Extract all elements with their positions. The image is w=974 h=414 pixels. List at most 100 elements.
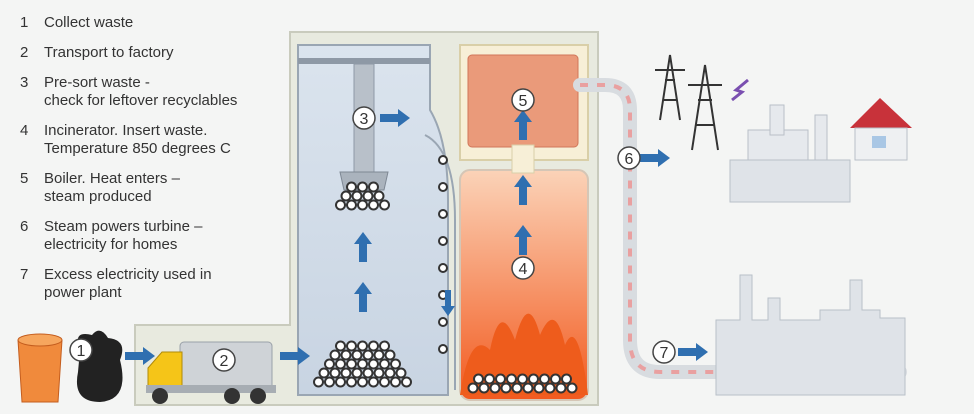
step-marker: 4 — [511, 256, 535, 280]
waste-piles — [313, 155, 578, 394]
legend-line: electricity for homes — [44, 236, 178, 253]
waste-item — [379, 358, 390, 370]
flow-arrows — [125, 109, 708, 365]
waste-item — [438, 209, 448, 219]
step-marker: 5 — [511, 88, 535, 112]
waste-item — [555, 382, 567, 394]
flow-arrow — [514, 110, 532, 140]
legend-number: 1 — [20, 14, 29, 31]
waste-item — [390, 376, 401, 388]
legend-item: 1 Collect waste — [20, 14, 280, 32]
waste-item — [351, 349, 363, 361]
waste-item — [438, 155, 448, 165]
step-marker-label: 1 — [77, 343, 86, 360]
step-marker-label: 4 — [519, 261, 528, 278]
waste-item — [368, 376, 379, 388]
flow-arrow — [678, 343, 708, 361]
waste-item — [438, 344, 448, 354]
legend-number: 6 — [20, 218, 29, 235]
waste-item — [324, 376, 335, 388]
waste-item — [550, 373, 561, 385]
waste-item — [511, 382, 523, 394]
waste-item — [473, 373, 484, 385]
waste-item — [357, 199, 368, 211]
waste-item — [351, 190, 363, 202]
legend-line: Steam powers turbine – — [44, 218, 203, 235]
legend-number: 7 — [20, 266, 29, 283]
legend-line: Incinerator. Insert waste. — [44, 122, 208, 139]
step-marker-circle — [511, 256, 535, 280]
step-marker-circle — [352, 106, 376, 130]
step-marker: 3 — [352, 106, 376, 130]
waste-item — [362, 367, 374, 379]
waste-item — [528, 373, 539, 385]
step-marker: 6 — [617, 146, 641, 170]
waste-item — [373, 349, 385, 361]
waste-item — [438, 317, 448, 327]
waste-item — [478, 382, 490, 394]
step-marker-label: 5 — [519, 93, 528, 110]
legend-number: 4 — [20, 122, 29, 139]
flow-arrow — [514, 225, 532, 255]
waste-item — [561, 373, 572, 385]
waste-item — [395, 367, 407, 379]
legend-line: power plant — [44, 284, 122, 301]
legend-number: 2 — [20, 44, 29, 61]
power-pylons — [655, 54, 749, 151]
waste-item — [362, 190, 374, 202]
waste-item — [379, 199, 390, 211]
waste-item — [467, 382, 479, 394]
waste-item — [357, 376, 368, 388]
legend-text: Transport to factory — [44, 44, 280, 62]
waste-item — [340, 190, 352, 202]
step-marker-circle — [69, 338, 93, 362]
step-marker-circle — [212, 348, 236, 372]
step-marker-label: 6 — [625, 151, 634, 168]
step-markers: 1 2 3 4 5 6 7 — [69, 88, 676, 372]
waste-item — [351, 367, 363, 379]
legend-item: 5 Boiler. Heat enters –steam produced — [20, 170, 280, 206]
waste-item — [335, 199, 346, 211]
step-marker-label: 2 — [220, 353, 229, 370]
garbage-can — [17, 333, 63, 403]
power-plant — [715, 274, 906, 396]
waste-item — [495, 373, 506, 385]
waste-item — [346, 376, 357, 388]
waste-item — [379, 340, 390, 352]
waste-item — [384, 367, 396, 379]
waste-item — [335, 376, 346, 388]
waste-item — [340, 349, 352, 361]
legend-line: Collect waste — [44, 14, 134, 31]
waste-item — [384, 349, 396, 361]
waste-item — [533, 382, 545, 394]
flow-arrow — [514, 175, 532, 205]
legend-line: Temperature 850 degrees C — [44, 140, 231, 157]
waste-item — [373, 190, 385, 202]
waste-item — [401, 376, 412, 388]
waste-item — [346, 340, 357, 352]
legend-number: 3 — [20, 74, 29, 91]
waste-item — [517, 373, 528, 385]
legend-line: Boiler. Heat enters – — [44, 170, 180, 187]
waste-item — [368, 358, 379, 370]
step-marker-label: 7 — [660, 345, 669, 362]
flow-arrow — [354, 232, 372, 262]
waste-item — [368, 340, 379, 352]
step-marker-label: 3 — [360, 111, 369, 128]
legend-number: 5 — [20, 170, 29, 187]
waste-item — [313, 376, 324, 388]
waste-item — [357, 340, 368, 352]
legend-text: Boiler. Heat enters –steam produced — [44, 170, 280, 206]
legend-item: 4 Incinerator. Insert waste.Temperature 8… — [20, 122, 280, 158]
waste-item — [506, 373, 517, 385]
legend-line: Excess electricity used in — [44, 266, 212, 283]
flow-arrow — [354, 282, 372, 312]
waste-item — [544, 382, 556, 394]
flow-arrow — [441, 290, 455, 316]
waste-item — [324, 358, 335, 370]
waste-item — [329, 349, 341, 361]
legend-item: 6 Steam powers turbine –electricity for h… — [20, 218, 280, 254]
